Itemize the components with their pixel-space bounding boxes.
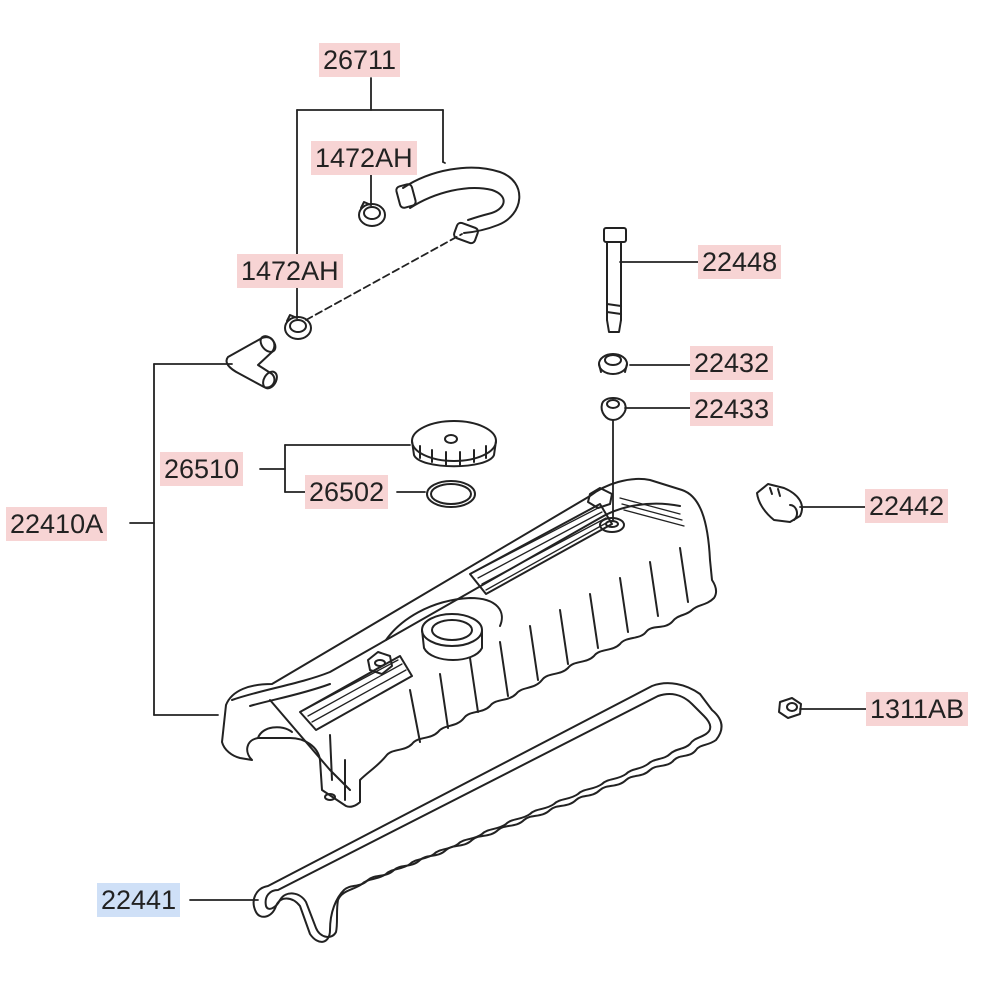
- callout-22432[interactable]: 22432: [690, 346, 774, 380]
- callout-1472AH-top[interactable]: 1472AH: [311, 141, 417, 175]
- callout-22441[interactable]: 22441: [97, 883, 181, 917]
- hose-clamp-top: [358, 201, 386, 227]
- leader-lines: [129, 77, 867, 901]
- callout-22410A[interactable]: 22410A: [6, 507, 108, 541]
- rocker-cover: [221, 478, 718, 808]
- callout-26711[interactable]: 26711: [319, 43, 401, 77]
- callout-22442[interactable]: 22442: [865, 489, 949, 523]
- pcv-elbow-fitting: [225, 335, 278, 390]
- callout-22433[interactable]: 22433: [690, 392, 774, 426]
- callout-1311AB[interactable]: 1311AB: [866, 692, 969, 726]
- breather-hose: [395, 166, 521, 245]
- cover-grommet: [600, 397, 627, 421]
- cover-nut: [778, 697, 802, 719]
- cable-clip: [756, 483, 803, 523]
- cover-bolt: [603, 227, 627, 333]
- oil-filler-cap: [411, 420, 497, 468]
- cover-gasket: [252, 682, 723, 943]
- callout-1472AH-mid[interactable]: 1472AH: [237, 254, 343, 288]
- callout-26502[interactable]: 26502: [305, 475, 389, 509]
- cover-washer: [598, 353, 628, 375]
- filler-cap-o-ring: [426, 480, 476, 508]
- hose-clamp-mid: [284, 314, 312, 340]
- callout-26510[interactable]: 26510: [160, 452, 244, 486]
- callout-22448[interactable]: 22448: [698, 245, 782, 279]
